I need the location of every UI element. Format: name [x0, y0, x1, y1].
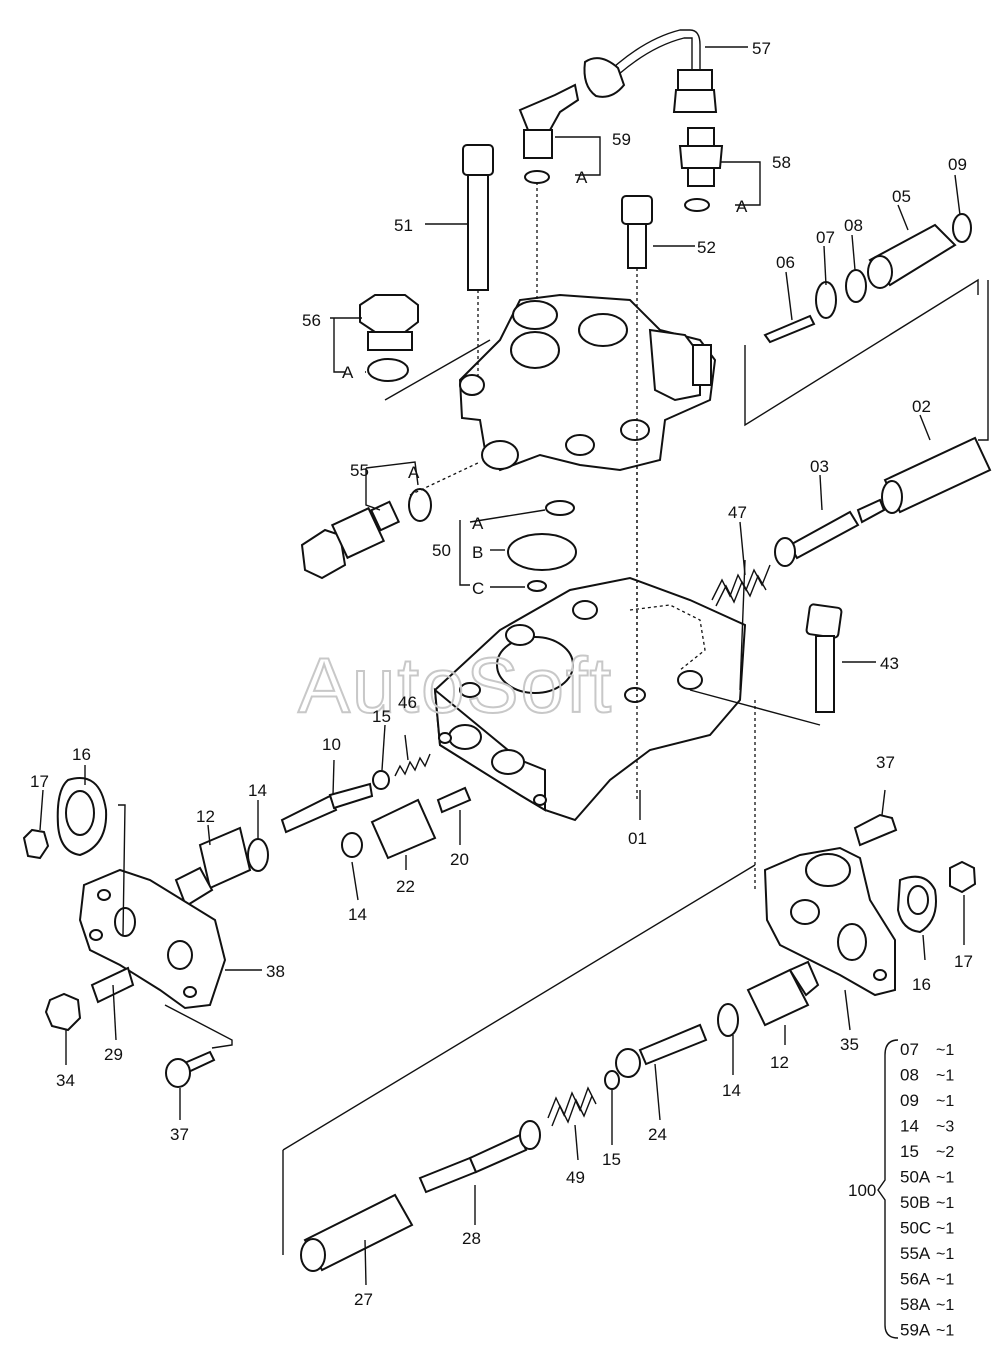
centerlines	[409, 182, 756, 890]
kit-item-part: 15	[900, 1142, 919, 1161]
sublabel-50-a: A	[472, 514, 484, 533]
kit-item-part: 55A	[900, 1244, 931, 1263]
callout-43: 43	[880, 654, 899, 673]
callout-17-right: 17	[954, 952, 973, 971]
callout-labels: 57 59 58 09 05 08 07 06 51 52 56 02 55 0…	[30, 39, 973, 1309]
callout-20: 20	[450, 850, 469, 869]
callout-56: 56	[302, 311, 321, 330]
callout-37-left: 37	[170, 1125, 189, 1144]
kit-item-qty: ~1	[936, 1221, 954, 1238]
right-lower-parts	[300, 813, 977, 1272]
kit-item-part: 14	[900, 1117, 919, 1136]
callout-57: 57	[752, 39, 771, 58]
kit-item-qty: ~1	[936, 1170, 954, 1187]
callout-08: 08	[844, 216, 863, 235]
kit-item-qty: ~1	[936, 1093, 954, 1110]
callout-34: 34	[56, 1071, 75, 1090]
callout-14-right: 14	[722, 1081, 741, 1100]
main-valve-body	[433, 576, 747, 822]
callout-37-right: 37	[876, 753, 895, 772]
kit-item-qty: ~1	[936, 1068, 954, 1085]
callout-52: 52	[697, 238, 716, 257]
kit-item-part: 50A	[900, 1168, 931, 1187]
right-upper-parts	[711, 213, 992, 713]
callout-49: 49	[566, 1168, 585, 1187]
callout-14-upper: 14	[248, 781, 267, 800]
kit-item-part: 56A	[900, 1270, 931, 1289]
callout-59: 59	[612, 130, 631, 149]
callout-15-lower: 15	[602, 1150, 621, 1169]
callout-51: 51	[394, 216, 413, 235]
kit-item-part: 08	[900, 1066, 919, 1085]
callout-47: 47	[728, 503, 747, 522]
kit-items: 07 ~1 08 ~1 09 ~1 14 ~3 15 ~2 50A ~1 50B ~1 50C ~1 55A ~1…	[900, 1040, 954, 1340]
callout-10: 10	[322, 735, 341, 754]
kit-item-qty: ~1	[936, 1272, 954, 1289]
kit-item-qty: ~1	[936, 1246, 954, 1263]
upper-valve-housing	[300, 29, 724, 592]
left-parts	[22, 753, 472, 1088]
callout-12-right: 12	[770, 1053, 789, 1072]
kit-list: 100 07 ~1 08 ~1 09 ~1 14 ~3 15 ~2 50A ~1 50B ~1 50C ~1 5…	[848, 1040, 954, 1340]
sublabel-59-a: A	[576, 168, 588, 187]
kit-item-part: 50B	[900, 1193, 930, 1212]
kit-item-qty: ~1	[936, 1297, 954, 1314]
kit-item-qty: ~3	[936, 1119, 954, 1136]
callout-24: 24	[648, 1125, 667, 1144]
callout-16-left: 16	[72, 745, 91, 764]
callout-22: 22	[396, 877, 415, 896]
callout-14-middle: 14	[348, 905, 367, 924]
kit-item-qty: ~1	[936, 1323, 954, 1340]
callout-27: 27	[354, 1290, 373, 1309]
watermark-text: AutoSoft	[298, 641, 613, 729]
callout-02: 02	[912, 397, 931, 416]
kit-item-part: 50C	[900, 1219, 931, 1238]
kit-item-qty: ~2	[936, 1144, 954, 1161]
sublabel-50-b: B	[472, 543, 483, 562]
kit-item-qty: ~1	[936, 1195, 954, 1212]
callout-06: 06	[776, 253, 795, 272]
callout-17-left: 17	[30, 772, 49, 791]
leader-lines	[39, 46, 989, 1339]
callout-28: 28	[462, 1229, 481, 1248]
kit-number: 100	[848, 1181, 876, 1200]
callout-46: 46	[398, 693, 417, 712]
callout-29: 29	[104, 1045, 123, 1064]
callout-35: 35	[840, 1035, 859, 1054]
callout-55: 55	[350, 461, 369, 480]
callout-12-left: 12	[196, 807, 215, 826]
sublabel-58-a: A	[736, 197, 748, 216]
callout-50: 50	[432, 541, 451, 560]
sub-labels: A A A A A B C	[342, 168, 748, 598]
callout-01: 01	[628, 829, 647, 848]
kit-item-qty: ~1	[936, 1042, 954, 1059]
callout-09: 09	[948, 155, 967, 174]
callout-05: 05	[892, 187, 911, 206]
sublabel-55-a: A	[408, 463, 420, 482]
callout-15-upper: 15	[372, 707, 391, 726]
callout-16-right: 16	[912, 975, 931, 994]
callout-03: 03	[810, 457, 829, 476]
sublabel-50-c: C	[472, 579, 484, 598]
callout-38: 38	[266, 962, 285, 981]
callout-58: 58	[772, 153, 791, 172]
kit-item-part: 07	[900, 1040, 919, 1059]
sublabel-56-a: A	[342, 363, 354, 382]
kit-item-part: 59A	[900, 1321, 931, 1340]
kit-item-part: 58A	[900, 1295, 931, 1314]
kit-item-part: 09	[900, 1091, 919, 1110]
callout-07: 07	[816, 228, 835, 247]
